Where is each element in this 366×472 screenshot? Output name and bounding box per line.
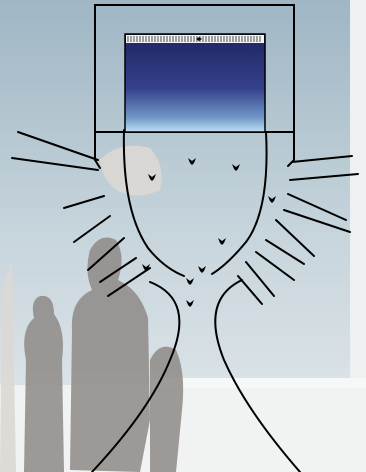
inner-screen [125,34,265,132]
screen-header-strip [126,35,264,43]
